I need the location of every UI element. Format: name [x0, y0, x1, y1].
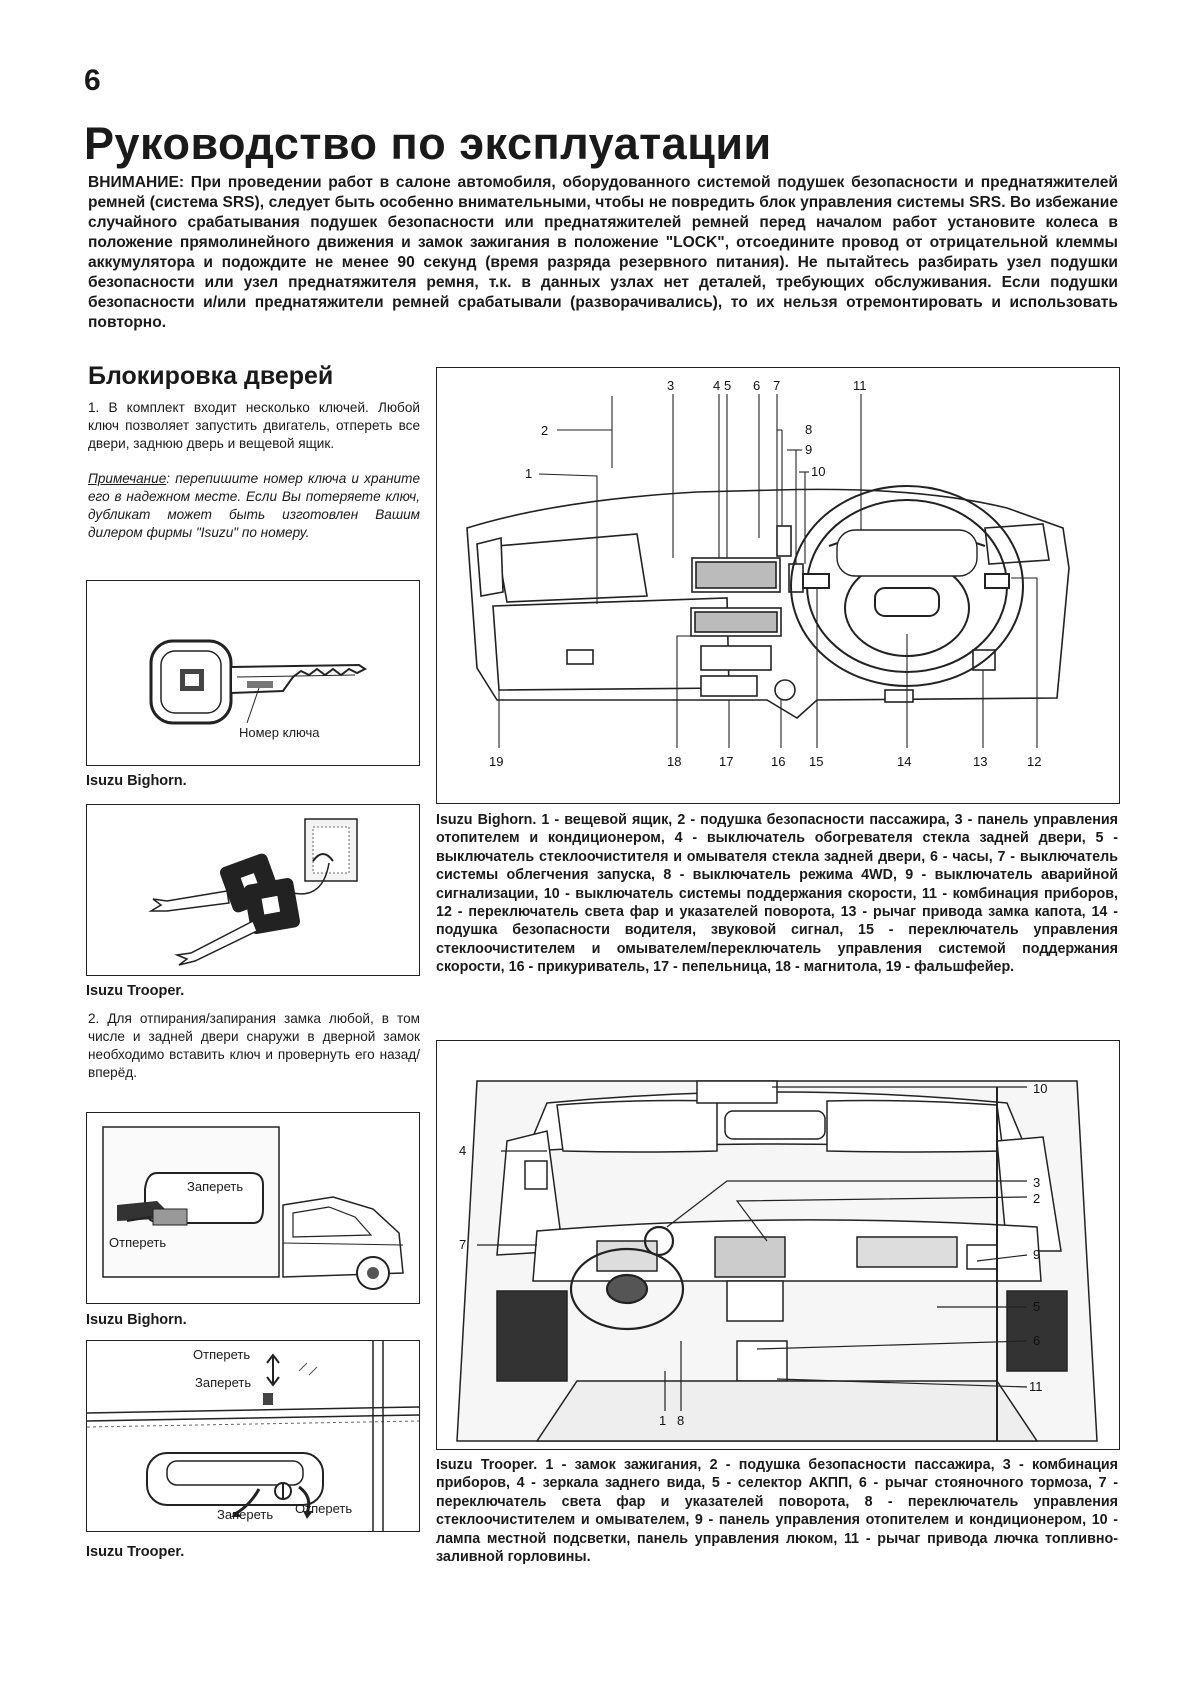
caption-dashboard-bighorn: Isuzu Bighorn. 1 - вещевой ящик, 2 - под… — [436, 812, 1118, 976]
key-number-label: Номер ключа — [239, 725, 320, 740]
callout-5: 5 — [724, 378, 731, 393]
callout-18: 18 — [667, 754, 681, 769]
callout-10: 10 — [1033, 1081, 1047, 1096]
callout-4: 4 — [459, 1143, 466, 1158]
callout-2: 2 — [1033, 1191, 1040, 1206]
paragraph-keys: 1. В комплект входит несколько ключей. Л… — [88, 400, 420, 451]
door-trooper-unlock-bottom: Отпереть — [295, 1501, 353, 1516]
callout-6: 6 — [753, 378, 760, 393]
door-bighorn-illustration — [102, 1126, 404, 1290]
callout-1: 1 — [525, 466, 532, 481]
callout-9: 9 — [1033, 1247, 1040, 1262]
door-trooper-unlock-top: Отпереть — [193, 1347, 251, 1362]
callout-8: 8 — [805, 422, 812, 437]
note-text: : перепишите номер ключа и храните его в… — [88, 471, 420, 540]
section-heading: Блокировка дверей — [88, 362, 334, 390]
key-trooper-illustration — [148, 818, 358, 966]
door-trooper-illustration — [86, 1341, 420, 1531]
caption-interior-trooper: Isuzu Trooper. 1 - замок зажигания, 2 - … — [436, 1457, 1118, 1566]
key-bighorn-illustration — [149, 639, 367, 725]
callout-15: 15 — [809, 754, 823, 769]
door-bighorn-lock-label: Запереть — [187, 1179, 244, 1194]
caption-key-trooper: Isuzu Trooper. — [86, 983, 185, 999]
callout-3: 3 — [1033, 1175, 1040, 1190]
figure-door-bighorn: Запереть Отпереть — [86, 1112, 420, 1304]
dashboard-bighorn-illustration: 3 4 5 6 7 11 8 2 9 1 10 19 18 17 16 15 1… — [466, 378, 1070, 769]
callout-5: 5 — [1033, 1299, 1040, 1314]
caption-key-bighorn: Isuzu Bighorn. — [86, 773, 187, 789]
warning-paragraph: ВНИМАНИЕ: При проведении работ в салоне … — [88, 174, 1118, 331]
door-trooper-lock-bottom: Запереть — [217, 1507, 274, 1522]
figure-interior-trooper: 10 4 3 2 7 9 5 6 11 1 8 — [436, 1040, 1120, 1450]
figure-dashboard-bighorn: 3 4 5 6 7 11 8 2 9 1 10 19 18 17 16 15 1… — [436, 367, 1120, 804]
callout-8: 8 — [677, 1413, 684, 1428]
paragraph-door-lock: 2. Для отпирания/запирания замка любой, … — [88, 1011, 420, 1080]
callout-17: 17 — [719, 754, 733, 769]
callout-6: 6 — [1033, 1333, 1040, 1348]
page-number: 6 — [84, 64, 101, 97]
note-label: Примечание — [88, 471, 167, 486]
figure-key-trooper — [86, 804, 420, 976]
caption-door-trooper: Isuzu Trooper. — [86, 1544, 185, 1560]
callout-13: 13 — [973, 754, 987, 769]
callout-1: 1 — [659, 1413, 666, 1428]
callout-4: 4 — [713, 378, 720, 393]
callout-2: 2 — [541, 423, 548, 438]
callout-3: 3 — [667, 378, 674, 393]
page-title: Руководство по эксплуатации — [84, 118, 772, 169]
callout-14: 14 — [897, 754, 911, 769]
figure-door-trooper: Отпереть Запереть Запереть Отпереть — [86, 1340, 420, 1532]
callout-11: 11 — [853, 378, 867, 393]
caption-door-bighorn: Isuzu Bighorn. — [86, 1312, 187, 1328]
callout-9: 9 — [805, 442, 812, 457]
note-paragraph: Примечание: перепишите номер ключа и хра… — [88, 470, 420, 542]
door-trooper-lock-top: Запереть — [195, 1375, 252, 1390]
callout-19: 19 — [489, 754, 503, 769]
figure-key-bighorn: Номер ключа — [86, 580, 420, 766]
callout-12: 12 — [1027, 754, 1041, 769]
interior-trooper-illustration: 10 4 3 2 7 9 5 6 11 1 8 — [456, 1080, 1098, 1442]
callout-7: 7 — [459, 1237, 466, 1252]
callout-16: 16 — [771, 754, 785, 769]
callout-7: 7 — [773, 378, 780, 393]
callout-11: 11 — [1029, 1379, 1043, 1394]
callout-10: 10 — [811, 464, 825, 479]
door-bighorn-unlock-label: Отпереть — [109, 1235, 167, 1250]
